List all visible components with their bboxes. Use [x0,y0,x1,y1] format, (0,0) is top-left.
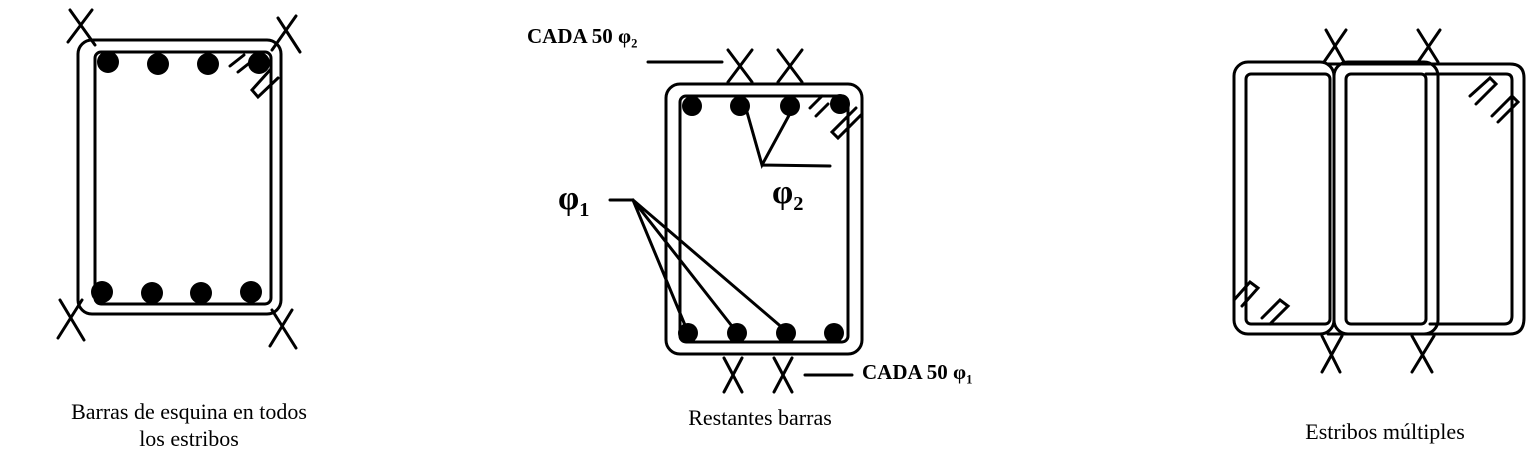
label-phi2: φ2 [772,174,803,216]
x-mark [772,356,794,394]
panel-multiple-stirrups-drawing [1232,28,1526,374]
label-spacing-bottom-text: CADA 50 [862,360,954,384]
x-mark [1410,334,1436,374]
stirrup-outer [76,38,283,316]
phi-subscript: 1 [579,199,590,222]
caption-corner-bars: Barras de esquina en todos los estribos [20,398,358,452]
phi-subscript: 1 [966,372,973,387]
x-mark [66,8,97,47]
label-spacing-top: CADA 50 φ2 [527,24,637,51]
x-mark [268,308,298,350]
caption-line-1: Barras de esquina en todos [71,399,307,424]
label-spacing-bottom: CADA 50 φ1 [862,360,972,387]
x-mark [1322,28,1348,64]
phi-subscript: 2 [793,193,804,216]
phi-symbol: φ [953,360,967,384]
x-mark [270,14,302,54]
label-spacing-top-text: CADA 50 [527,24,619,48]
phi-symbol: φ [558,180,580,217]
phi-subscript: 2 [631,36,638,51]
x-mark [1416,28,1442,64]
x-mark [1320,334,1344,374]
panel-corner-bars-drawing [56,8,302,350]
stirrup-inner [93,50,273,306]
caption-line-2: los estribos [139,426,239,451]
x-mark [56,298,86,342]
stirrup-outer [664,82,864,356]
caption-remaining-bars: Restantes barras [688,405,832,430]
label-phi1: φ1 [558,180,589,222]
phi-symbol: φ [772,174,794,211]
x-mark [726,48,754,84]
x-mark [722,356,744,394]
caption-multiple-stirrups: Estribos múltiples [1305,419,1465,444]
phi-symbol: φ [618,24,632,48]
x-mark [776,48,804,84]
stirrup-inner [678,94,850,344]
panel-remaining-bars-drawing [608,48,864,394]
